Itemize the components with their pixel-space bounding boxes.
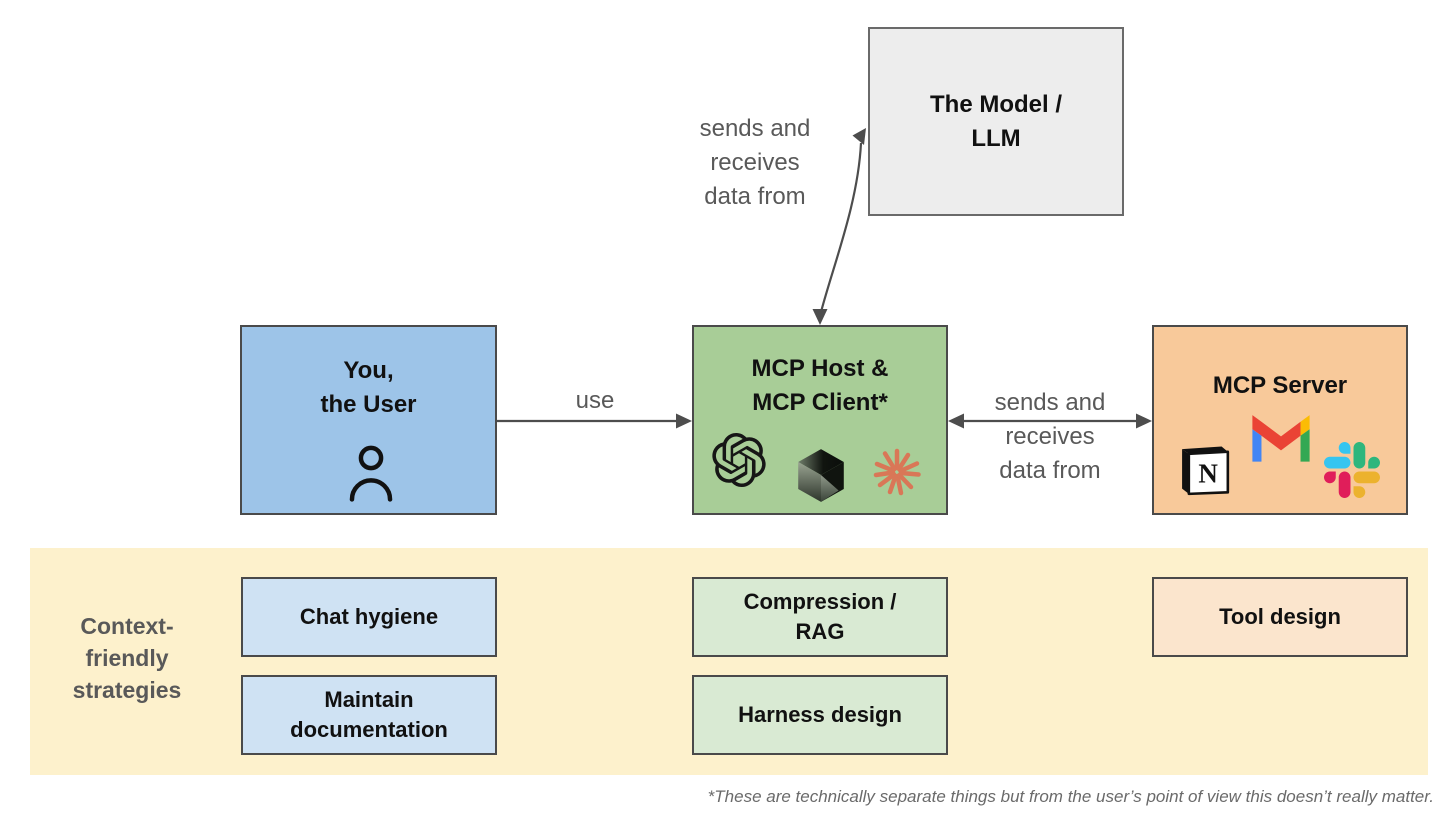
node-user: You, the User: [240, 325, 497, 515]
svg-text:N: N: [1198, 458, 1218, 488]
cursor-icon: [798, 449, 844, 502]
node-host: MCP Host & MCP Client*: [692, 325, 948, 515]
strategies-band-label: Context- friendly strategies: [72, 613, 182, 703]
slack-icon: [1324, 442, 1380, 498]
strategy-compression-rag: Compression / RAG: [692, 577, 948, 657]
node-host-title: MCP Host & MCP Client*: [751, 355, 889, 416]
strategy-maintain-documentation: Maintain documentation: [241, 675, 497, 755]
node-model-title: The Model / LLM: [930, 90, 1062, 152]
strategy-harness-design: Harness design: [692, 675, 948, 755]
notion-icon: N: [1182, 446, 1230, 496]
edge-label-host-server: sends and receives data from: [994, 389, 1106, 484]
node-user-title: You, the User: [320, 357, 417, 418]
node-server-title: MCP Server: [1212, 372, 1348, 399]
arrowhead: [812, 309, 828, 325]
claude-icon: [873, 448, 921, 496]
person-icon: [349, 445, 393, 502]
gmail-icon: [1252, 415, 1310, 462]
footnote: *These are technically separate things b…: [707, 787, 1434, 806]
arrowhead: [676, 413, 692, 429]
strategy-chat-hygiene: Chat hygiene: [241, 577, 497, 657]
edge-label-host-model: sends and receives data from: [699, 115, 811, 210]
strategy-tool-design: Tool design: [1152, 577, 1408, 657]
edge-label-use: use: [575, 387, 615, 414]
node-model: The Model / LLM: [868, 27, 1124, 216]
openai-icon: [712, 433, 766, 487]
node-server: MCP Server N: [1152, 325, 1408, 515]
